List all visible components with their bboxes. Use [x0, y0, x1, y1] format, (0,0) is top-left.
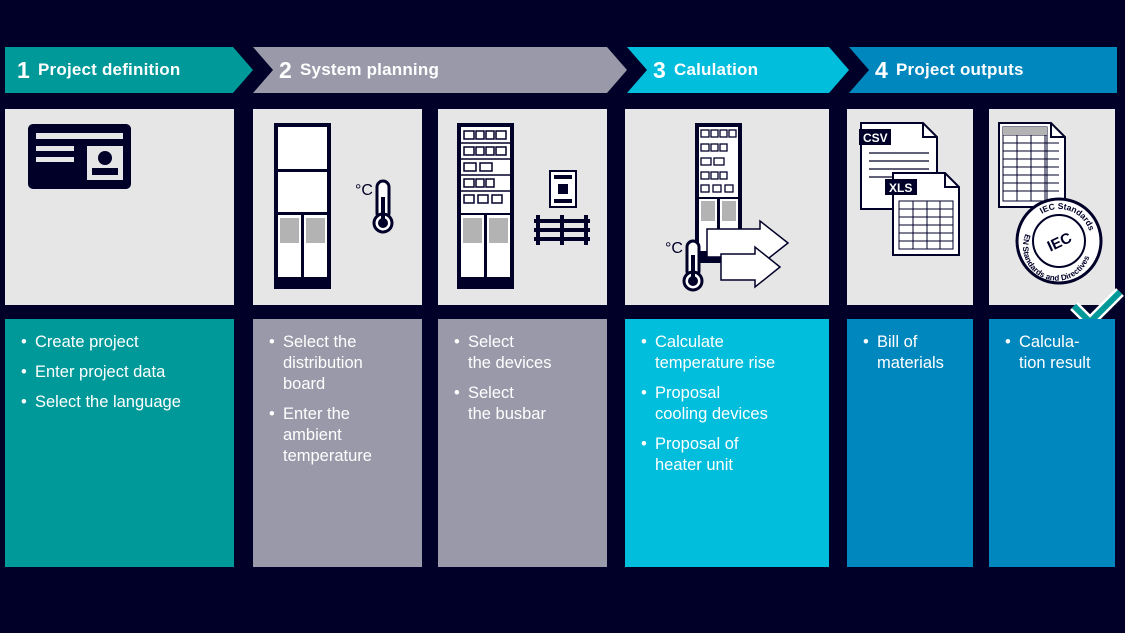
step-2-number: 2: [279, 56, 292, 83]
devices-busbar-list: Select the devices Select the busbar: [438, 319, 607, 567]
step-3-label: Calulation: [674, 60, 759, 79]
step-4-label: Project outputs: [896, 60, 1024, 79]
csv-label: CSV: [863, 131, 888, 145]
heat-cabinet-icon: °C: [665, 123, 790, 292]
step-2-label: System planning: [300, 60, 440, 79]
list-item: Create project: [21, 332, 226, 353]
list-item: Enter project data: [21, 362, 226, 383]
distribution-board-list: Select the distribution board Enter the …: [253, 319, 422, 567]
list-item: Proposal cooling devices: [641, 383, 821, 425]
list-item: Proposal of heater unit: [641, 434, 821, 476]
busbar-icon: [534, 215, 590, 245]
spreadsheet-certificate-icon: IEC Standards EN Standards and Directive…: [998, 122, 1103, 293]
step-3-number: 3: [653, 56, 666, 83]
step-4-header: 4 Project outputs: [849, 47, 1117, 93]
id-card-icon: [28, 124, 131, 189]
calculation-list: Calculate temperature rise Proposal cool…: [625, 319, 829, 567]
degree-label: °C: [355, 182, 373, 199]
step-3-header: 3 Calulation: [627, 47, 849, 93]
xls-label: XLS: [889, 181, 912, 195]
device-icon: [549, 170, 577, 208]
bill-of-materials-list: Bill of materials: [847, 319, 973, 567]
list-item: Select the busbar: [454, 383, 599, 425]
calc-degree-label: °C: [665, 240, 683, 257]
cabinet-icon: [274, 123, 331, 289]
list-item: Select the distribution board: [269, 332, 414, 395]
step-1-header: 1 Project definition: [5, 47, 253, 93]
thermometer-icon: °C: [355, 179, 394, 234]
calculation-panel: °C: [625, 109, 829, 305]
devices-busbar-panel: [438, 109, 607, 305]
step-1-number: 1: [17, 56, 30, 83]
list-item: Calcula- tion result: [1005, 332, 1107, 374]
step-1-label: Project definition: [38, 60, 181, 79]
step-2-header: 2 System planning: [253, 47, 627, 93]
distribution-board-panel: °C: [253, 109, 422, 305]
list-item: Select the devices: [454, 332, 599, 374]
step-4-number: 4: [875, 56, 888, 83]
list-item: Select the language: [21, 392, 226, 413]
export-files-icon: CSV XLS: [859, 122, 960, 256]
list-item: Calculate temperature rise: [641, 332, 821, 374]
project-definition-panel: [5, 109, 234, 305]
list-item: Bill of materials: [863, 332, 965, 374]
bill-of-materials-panel: CSV XLS: [847, 109, 973, 305]
calculation-result-list: Calcula- tion result: [989, 319, 1115, 567]
calculation-result-panel: IEC Standards EN Standards and Directive…: [989, 109, 1115, 305]
list-item: Enter the ambient temperature: [269, 404, 414, 467]
project-definition-list: Create project Enter project data Select…: [5, 319, 234, 567]
equipped-cabinet-icon: [457, 123, 514, 289]
